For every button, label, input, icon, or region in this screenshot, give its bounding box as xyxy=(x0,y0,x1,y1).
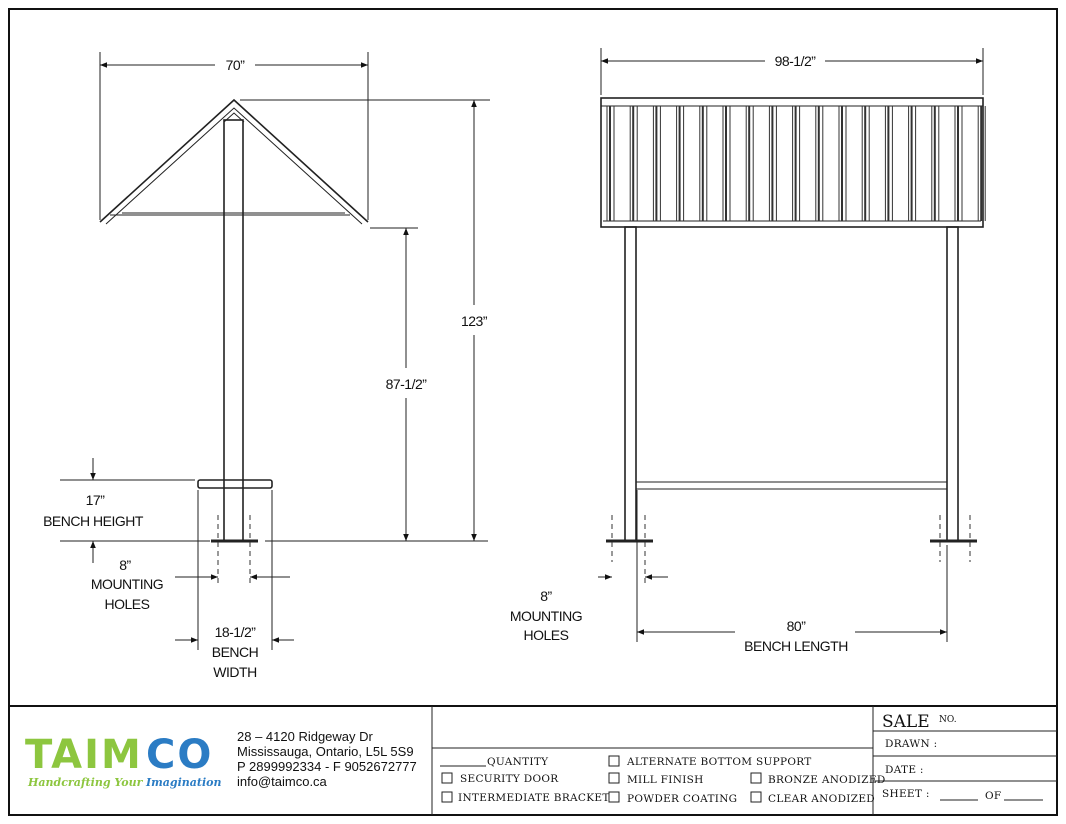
address-line: Mississauga, Ontario, L5L 5S9 xyxy=(237,744,414,759)
bench-width-value: 18-1/2” xyxy=(215,624,257,640)
clearance-dim-label: 87-1/2” xyxy=(386,376,428,392)
mounting-value: 8” xyxy=(119,557,131,573)
roof xyxy=(99,98,369,225)
roof-panel xyxy=(600,97,984,228)
mounting-label: HOLES xyxy=(524,627,569,643)
option-alternate-bottom-support[interactable]: ALTERNATE BOTTOM SUPPORT xyxy=(608,755,812,768)
svg-text:CO: CO xyxy=(146,732,213,778)
left-post xyxy=(624,226,637,542)
bench-height-value: 17” xyxy=(86,492,106,508)
side-view: 70” 123” 87-1/2” 17” BENCH HEIGHT 8” MOU… xyxy=(43,52,490,680)
mounting-value: 8” xyxy=(540,588,552,604)
mounting-label: MOUNTING xyxy=(91,576,163,592)
svg-text:POWDER COATING: POWDER COATING xyxy=(627,793,737,805)
svg-text:Handcrafting Your: Handcrafting Your xyxy=(27,776,144,789)
drawn-label: DRAWN : xyxy=(885,738,937,750)
of-label: OF xyxy=(985,790,1002,802)
front-width-dim-label: 98-1/2” xyxy=(775,53,817,69)
bench-height-label: BENCH HEIGHT xyxy=(43,513,144,529)
svg-text:SECURITY DOOR: SECURITY DOOR xyxy=(460,773,559,785)
sheet-border xyxy=(8,8,1058,816)
bench-width-label: WIDTH xyxy=(213,664,256,680)
svg-text:MILL FINISH: MILL FINISH xyxy=(627,774,704,786)
bench-seat xyxy=(197,479,273,489)
roof-slats xyxy=(606,106,986,221)
svg-text:BRONZE ANODIZED: BRONZE ANODIZED xyxy=(768,774,886,786)
taimco-logo: TAIM CO Handcrafting Your Imagination xyxy=(25,732,222,789)
front-view: 98-1/2” 8” MOUNTING HOLES 80” BENCH LENG… xyxy=(510,48,986,654)
address-line: 28 – 4120 Ridgeway Dr xyxy=(237,729,374,744)
option-powder-coating[interactable]: POWDER COATING xyxy=(608,791,737,805)
svg-text:TAIM: TAIM xyxy=(25,732,143,778)
sale-label: SALE xyxy=(882,712,930,732)
option-security-door[interactable]: SECURITY DOOR xyxy=(441,772,559,785)
sheet-label: SHEET : xyxy=(882,788,930,800)
post xyxy=(223,119,244,542)
bench-length-value: 80” xyxy=(787,618,807,634)
phone-fax: P 2899992334 - F 9052672777 xyxy=(237,759,417,774)
bench-length-label: BENCH LENGTH xyxy=(744,638,848,654)
email: info@taimco.ca xyxy=(237,774,328,789)
svg-text:Imagination: Imagination xyxy=(145,776,222,789)
option-mill-finish[interactable]: MILL FINISH xyxy=(608,772,704,786)
option-intermediate-bracket[interactable]: INTERMEDIATE BRACKET xyxy=(441,791,610,804)
width-dim-label: 70” xyxy=(226,57,246,73)
sale-no-label: NO. xyxy=(939,715,957,725)
option-clear-anodized[interactable]: CLEAR ANODIZED xyxy=(750,791,875,805)
total-height-dim-label: 123” xyxy=(461,313,488,329)
mounting-label: HOLES xyxy=(105,596,150,612)
bench-beam xyxy=(635,481,948,490)
quantity-label: QUANTITY xyxy=(487,756,549,768)
mounting-label: MOUNTING xyxy=(510,608,582,624)
svg-text:ALTERNATE BOTTOM SUPPORT: ALTERNATE BOTTOM SUPPORT xyxy=(626,756,812,768)
svg-text:INTERMEDIATE BRACKET: INTERMEDIATE BRACKET xyxy=(458,792,610,804)
right-post xyxy=(946,226,959,542)
option-bronze-anodized[interactable]: BRONZE ANODIZED xyxy=(750,772,886,786)
bench-width-label: BENCH xyxy=(212,644,259,660)
date-label: DATE : xyxy=(885,764,924,776)
svg-text:CLEAR ANODIZED: CLEAR ANODIZED xyxy=(768,793,875,805)
title-block: TAIM CO Handcrafting Your Imagination 28… xyxy=(9,705,1057,815)
